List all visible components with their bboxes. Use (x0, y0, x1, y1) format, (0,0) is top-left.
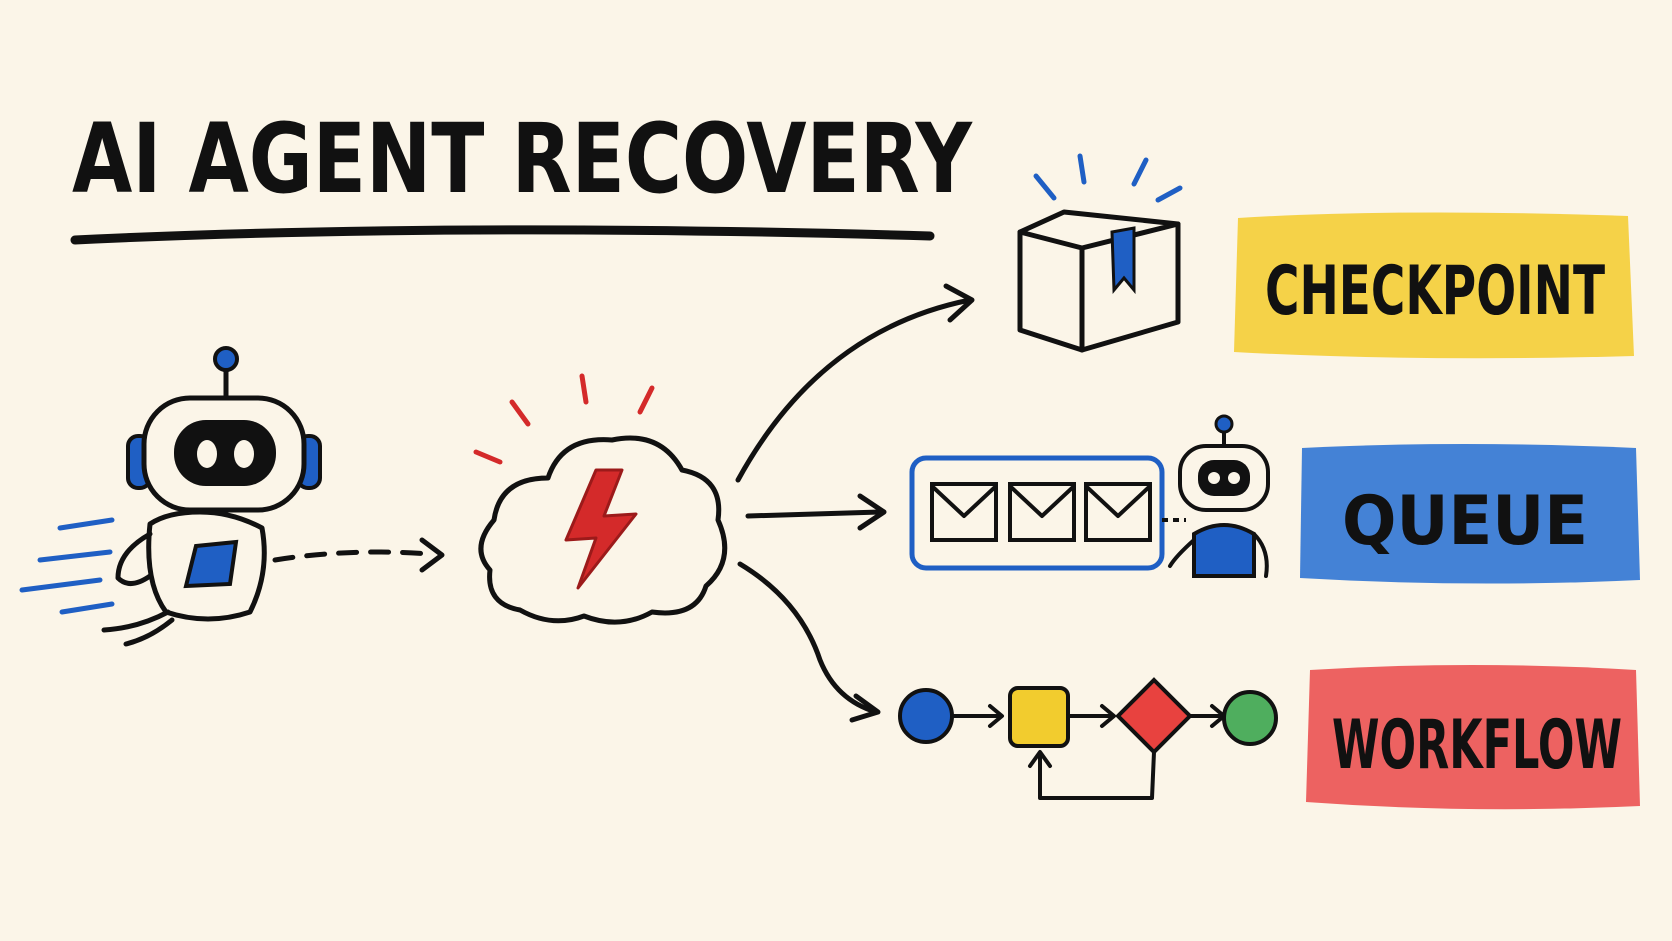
workflow-highlight (1306, 665, 1640, 810)
title-group: AI AGENT RECOVERY (70, 103, 973, 245)
workflow-start-node (898, 688, 954, 744)
workflow-icon (898, 677, 1278, 800)
alert-mark (637, 385, 655, 415)
workflow-label-group: WORKFLOW (1306, 665, 1640, 810)
envelope-icon (1084, 482, 1152, 542)
shine-mark (1131, 157, 1149, 187)
arrow-head (849, 693, 881, 723)
box-front (1017, 229, 1085, 353)
queue-container (909, 455, 1165, 571)
arrow-to-queue (745, 509, 883, 519)
workflow-decision-node (1115, 677, 1193, 755)
speed-line (19, 577, 103, 593)
alert-mark (509, 399, 531, 427)
lightning-icon (564, 468, 638, 590)
shine-mark (1033, 173, 1057, 201)
speed-line (59, 601, 115, 615)
dashed-arrow (272, 537, 445, 573)
robot-eye-left (197, 440, 217, 468)
alert-mark (579, 373, 589, 405)
robot-arm (115, 531, 153, 586)
arrow-head (857, 493, 887, 531)
queue-label: QUEUE (1342, 482, 1588, 561)
robot-eye-right (234, 440, 254, 468)
robot-leg (101, 609, 171, 633)
robot-chest-panel (183, 539, 239, 589)
queue-highlight (1300, 444, 1640, 584)
storm-cloud-icon (473, 373, 728, 625)
cloud-outline (478, 435, 728, 625)
box-icon (1017, 153, 1183, 353)
title-underline (70, 225, 935, 245)
checkpoint-label: CHECKPOINT (1265, 252, 1605, 331)
checkpoint-highlight (1234, 212, 1634, 359)
workflow-step-node (1008, 686, 1070, 748)
speed-line (37, 549, 113, 563)
queue-icon (909, 414, 1270, 578)
alert-mark (473, 449, 503, 465)
box-top (1017, 209, 1181, 251)
shine-mark (1077, 153, 1087, 185)
robot-antenna-ball (213, 346, 239, 372)
checkpoint-label-group: CHECKPOINT (1234, 212, 1634, 359)
speed-line (57, 517, 115, 531)
robot-leg (123, 617, 175, 647)
envelope-icon (1008, 482, 1076, 542)
robot-body (146, 509, 267, 622)
queue-label-group: QUEUE (1300, 444, 1640, 584)
box-tag (1110, 226, 1136, 295)
workflow-label: WORKFLOW (1332, 706, 1622, 785)
branch-arrows (735, 283, 975, 723)
arrow-head (943, 283, 975, 323)
page-title: AI AGENT RECOVERY (72, 103, 973, 215)
arrow-to-checkpoint (735, 297, 973, 483)
robot-visor (174, 420, 276, 486)
shine-mark (1155, 185, 1183, 203)
worker-robot-icon (1168, 414, 1270, 578)
workflow-end-node (1222, 690, 1278, 746)
envelope-icon (930, 482, 998, 542)
arrow-to-workflow (737, 561, 879, 715)
robot-icon (19, 346, 322, 647)
box-side (1079, 221, 1181, 353)
workflow-loop (1038, 750, 1156, 800)
